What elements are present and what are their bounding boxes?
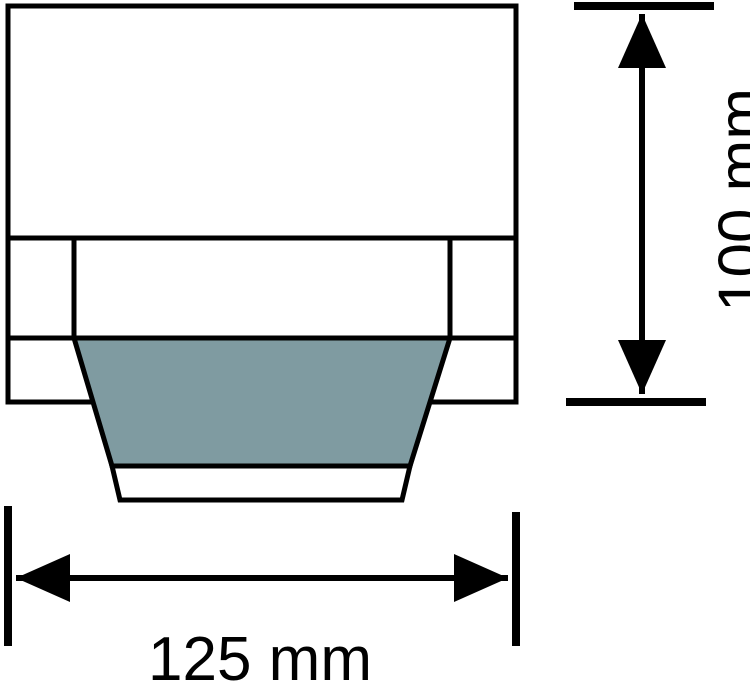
width-label: 125 mm bbox=[148, 625, 372, 688]
height-label: 100 mm bbox=[706, 88, 750, 312]
height-dimension bbox=[566, 2, 714, 406]
sensor-lens bbox=[70, 335, 454, 469]
inner-frame bbox=[71, 235, 453, 341]
body-upper-block bbox=[5, 3, 519, 241]
sensor-base bbox=[108, 463, 414, 503]
width-dimension bbox=[4, 506, 520, 646]
sensor-head bbox=[70, 335, 454, 503]
